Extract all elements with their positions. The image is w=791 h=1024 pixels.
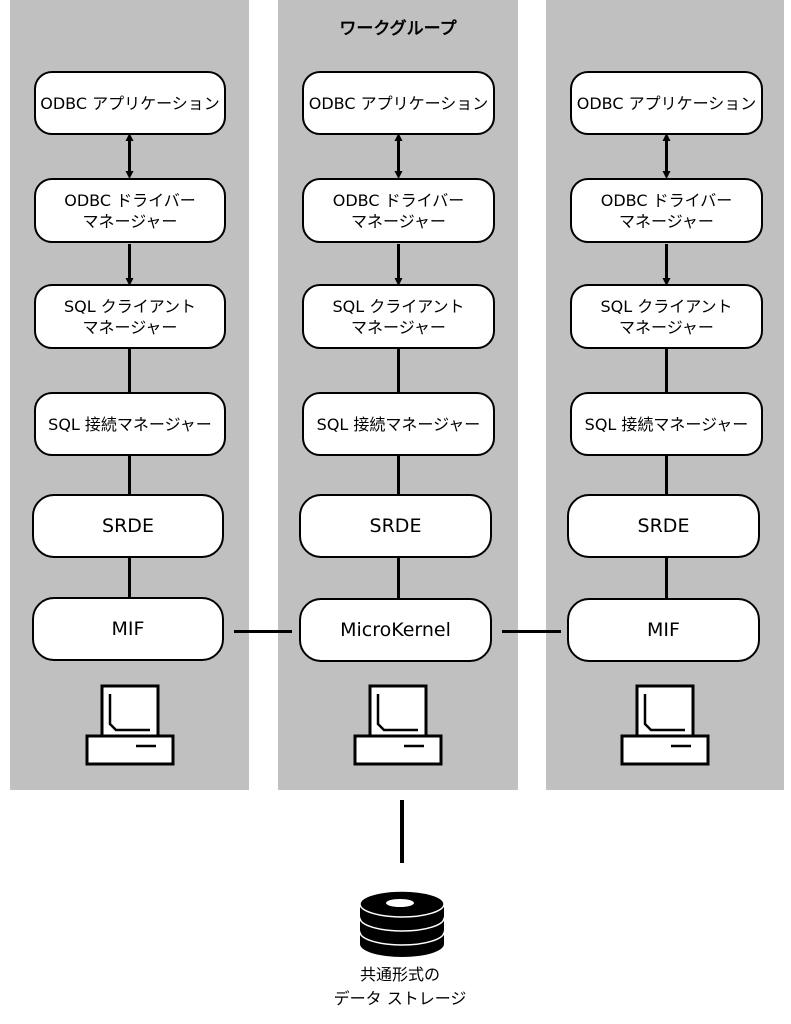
connector-client-connection-left <box>128 348 131 393</box>
connector-srde-engine-left <box>128 558 131 598</box>
right-srde: SRDE <box>567 494 760 558</box>
connector-connection-srde-center <box>397 456 400 494</box>
right-odbc-driver-manager: ODBC ドライバー マネージャー <box>570 178 763 243</box>
left-mif: MIF <box>32 597 224 661</box>
left-odbc-application: ODBC アプリケーション <box>34 71 226 135</box>
storage-label: 共通形式の データ ストレージ <box>333 965 467 1008</box>
connector-client-connection-center <box>397 348 400 393</box>
database-disk-stack-icon <box>359 890 445 957</box>
center-sql-connection-manager: SQL 接続マネージャー <box>302 392 495 456</box>
right-mif: MIF <box>567 598 760 662</box>
connector-connection-srde-left <box>128 456 131 494</box>
connector-client-connection-right <box>665 348 668 393</box>
link-microkernel-to-right-mif <box>502 630 561 633</box>
left-odbc-driver-manager: ODBC ドライバー マネージャー <box>34 178 226 243</box>
right-odbc-application: ODBC アプリケーション <box>570 71 763 135</box>
computer-terminal-icon <box>85 684 175 766</box>
link-left-mif-to-microkernel <box>234 630 292 633</box>
center-srde: SRDE <box>299 494 492 558</box>
left-srde: SRDE <box>32 494 224 558</box>
connector-srde-engine-right <box>665 558 668 598</box>
computer-terminal-icon <box>620 684 710 766</box>
link-microkernel-to-storage <box>400 800 404 863</box>
center-microkernel: MicroKernel <box>299 598 492 662</box>
center-odbc-driver-manager: ODBC ドライバー マネージャー <box>302 178 495 243</box>
connector-connection-srde-right <box>665 456 668 494</box>
workgroup-title: ワークグループ <box>339 19 457 39</box>
right-sql-client-manager: SQL クライアント マネージャー <box>570 284 763 349</box>
center-sql-client-manager: SQL クライアント マネージャー <box>302 284 495 349</box>
computer-terminal-icon <box>353 684 443 766</box>
right-sql-connection-manager: SQL 接続マネージャー <box>570 392 763 456</box>
connector-srde-engine-center <box>397 558 400 598</box>
left-sql-connection-manager: SQL 接続マネージャー <box>34 392 226 456</box>
left-sql-client-manager: SQL クライアント マネージャー <box>34 284 226 349</box>
center-odbc-application: ODBC アプリケーション <box>302 71 495 135</box>
